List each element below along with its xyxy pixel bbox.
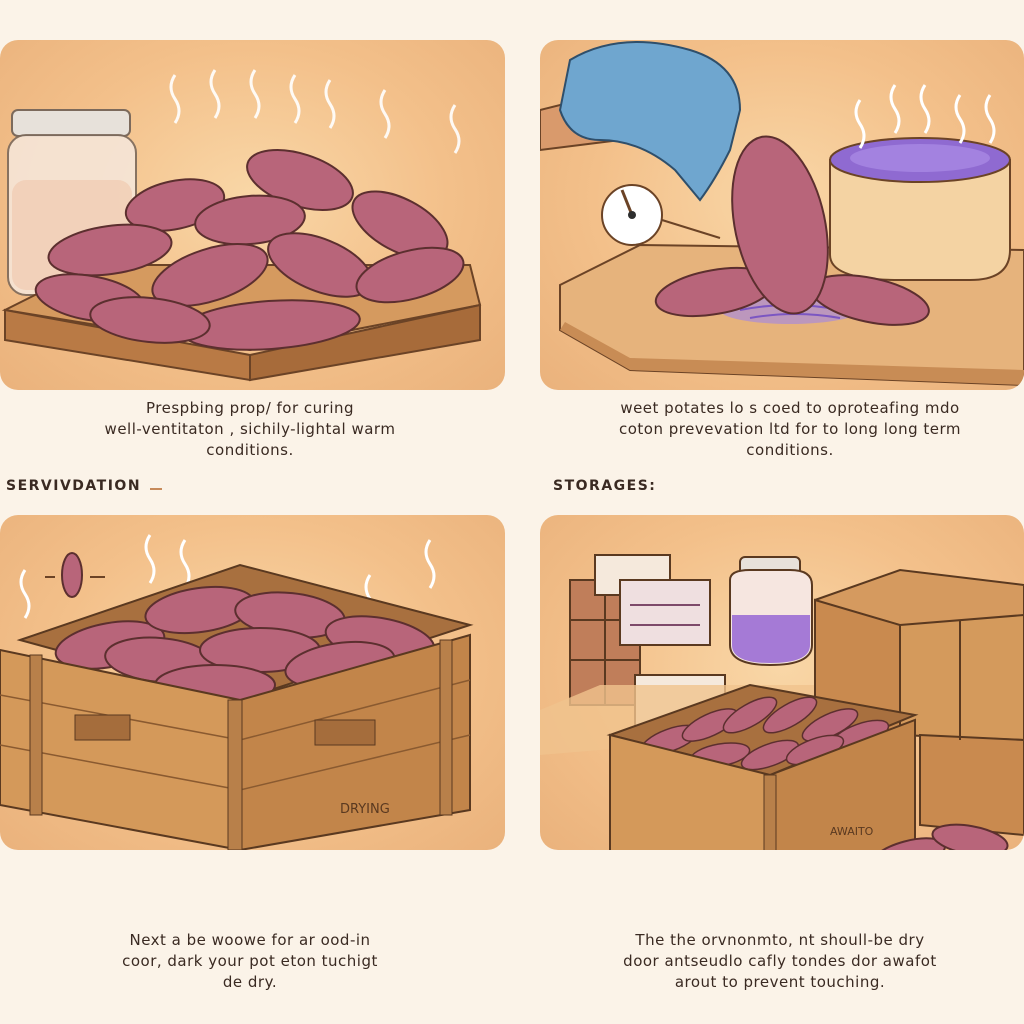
panel-storage-room: AWAITO [540, 515, 1024, 850]
section-rule [150, 488, 162, 490]
caption-line: coor, dark your pot eton tuchigt [122, 952, 378, 970]
caption-line: The the orvnonmto, nt shoull-be dry [635, 931, 925, 949]
storage-room-illustration: AWAITO [540, 554, 1024, 850]
caption-line: weet potates lo s coed to oproteafing md… [620, 399, 960, 417]
crate-label: DRYING [340, 802, 390, 817]
hand-preparation-illustration [540, 41, 1024, 387]
caption-panel-preparation: weet potates lo s coed to oproteafing md… [570, 398, 1010, 461]
caption-line: well-ventitaton , sichily-lightal warm [104, 420, 396, 438]
curing-tray-illustration [1, 69, 482, 382]
caption-line: door antseudlo cafly tondes dor awafot [623, 952, 937, 970]
sweet-potato-held [731, 135, 829, 315]
caption-line: coton prevevation ltd for to long long t… [619, 420, 961, 438]
caption-line: conditions. [746, 441, 834, 459]
sweet-potato-pair [654, 266, 930, 326]
crate-label: AWAITO [830, 825, 874, 838]
caption-line: Prespbing prop/ for curing [145, 399, 355, 417]
panel-crate-storage: DRYING [0, 515, 505, 850]
pot-icon [829, 137, 1011, 281]
loose-sweet-potatoes [870, 823, 1009, 850]
section-heading-right: STORAGES: [553, 478, 657, 494]
caption-line: conditions. [206, 441, 294, 459]
thermometer-icon [601, 184, 721, 246]
caption-panel-curing: Prespbing prop/ for curing well-ventitat… [40, 398, 460, 461]
small-potato-icon [45, 552, 105, 598]
crate-storage-illustration: DRYING [0, 534, 474, 850]
sweet-potato-pile [34, 148, 465, 351]
caption-line: Next a be woowe for ar ood-in [129, 931, 371, 949]
jar-icon [729, 556, 813, 667]
caption-line: arout to prevent touching. [674, 973, 886, 991]
caption-panel-storage: The the orvnonmto, nt shoull-be dry door… [560, 930, 1000, 993]
small-crate: AWAITO [606, 683, 919, 850]
panel-hand-preparation [540, 40, 1024, 390]
steam-icon [854, 84, 996, 149]
section-heading-left: SERVIVDATION [6, 478, 142, 494]
gloved-hand-icon [540, 41, 742, 202]
caption-panel-crate: Next a be woowe for ar ood-in coor, dark… [40, 930, 460, 993]
steam-icon [169, 69, 461, 154]
caption-line: de dry. [222, 973, 278, 991]
panel-curing-tray [0, 40, 505, 390]
steam-icon [19, 534, 436, 624]
